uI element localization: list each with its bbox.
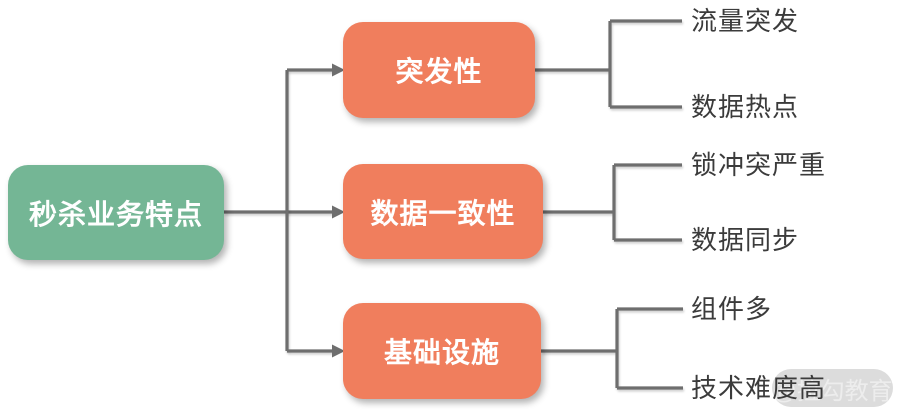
branch-node-label: 数据一致性 <box>370 197 516 229</box>
branch-1-leaf-lines <box>543 163 682 242</box>
leaf-label-traffic-burst: 流量突发 <box>691 6 800 36</box>
arrowhead-bottom-icon <box>332 344 345 358</box>
branch-node-label: 突发性 <box>395 56 483 87</box>
watermark-label: @拉勾教育 <box>772 377 893 405</box>
branch-2-leaf-lines <box>541 307 683 390</box>
leaf-label-data-hotspot: 数据热点 <box>691 92 800 122</box>
leaf-label-data-sync: 数据同步 <box>691 225 800 255</box>
arrowhead-middle-icon <box>332 205 345 219</box>
leaf-label-many-components: 组件多 <box>691 294 773 324</box>
arrowhead-top-icon <box>332 63 345 77</box>
root-node: 秒杀业务特点 <box>8 165 224 260</box>
leaf-label-lock-conflict: 锁冲突严重 <box>691 150 827 180</box>
branch-node-data-consistency: 数据一致性 <box>343 164 543 259</box>
root-node-label: 秒杀业务特点 <box>28 198 203 230</box>
leaf-label-technical-difficulty: 技术难度高 <box>691 373 827 403</box>
branch-node-burstiness: 突发性 <box>343 22 535 118</box>
branch-node-label: 基础设施 <box>383 337 500 368</box>
branch-node-infrastructure: 基础设施 <box>343 303 541 399</box>
branch-0-leaf-lines <box>535 19 682 109</box>
watermark-badge: @拉勾教育 <box>772 369 893 407</box>
